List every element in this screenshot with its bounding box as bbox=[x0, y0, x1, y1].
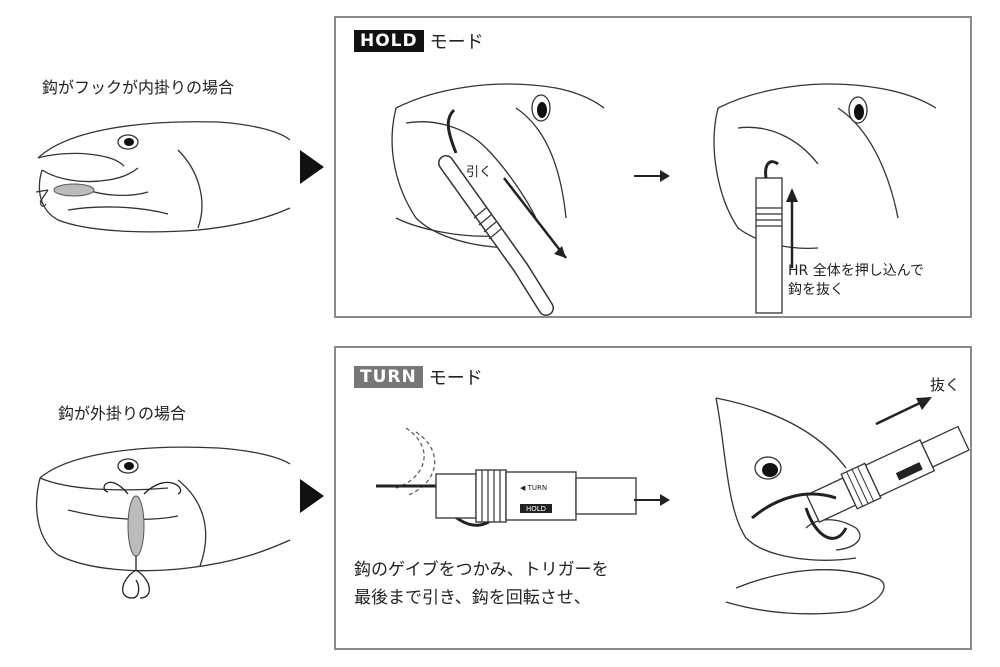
turn-mode-title: TURN モード bbox=[354, 364, 483, 390]
tool-turn-label: ◀ TURN bbox=[520, 484, 547, 492]
black-triangle-right-icon bbox=[300, 150, 324, 184]
turn-step1-caption: 鈎のゲイブをつかみ、トリガーを 最後まで引き、鈎を回転させ、 bbox=[354, 556, 609, 612]
hold-mode-suffix: モード bbox=[429, 32, 484, 53]
hold-step1-illustration bbox=[391, 83, 605, 316]
turn-step1-caption-line1: 鈎のゲイブをつかみ、トリガーを bbox=[354, 560, 609, 580]
black-triangle-right-icon bbox=[300, 479, 324, 513]
arrow-right-icon bbox=[634, 494, 670, 506]
fish-head-inner-hook-illustration bbox=[35, 121, 291, 233]
turn-step1-caption-line2: 最後まで引き、鈎を回転させ、 bbox=[354, 588, 591, 608]
case-label-turn: 鈎が外掛りの場合 bbox=[58, 404, 187, 423]
tool-hold-label: HOLD bbox=[526, 505, 546, 513]
turn-step1-illustration: ◀ TURN HOLD bbox=[376, 427, 637, 527]
arrow-right-icon bbox=[634, 170, 670, 182]
pull-label: 引く bbox=[466, 165, 493, 180]
turn-mode-panel: TURN モード ◀ TURN HOLD 鈎のゲイブをつかみ、トリガーを 最後ま… bbox=[334, 346, 972, 650]
hold-mode-panel: HOLD モード 引く bbox=[334, 16, 972, 318]
case-label-hold: 鈎がフックが内掛りの場合 bbox=[42, 78, 235, 97]
turn-mode-badge: TURN bbox=[354, 366, 423, 388]
hold-step2-caption: HR 全体を押し込んで 鈎を抜く bbox=[788, 262, 924, 300]
hold-mode-badge: HOLD bbox=[354, 30, 424, 52]
hold-step2-caption-line2: 鈎を抜く bbox=[788, 282, 844, 298]
turn-mode-suffix: モード bbox=[428, 368, 483, 389]
pull-out-label: 抜く bbox=[930, 376, 961, 394]
hold-mode-title: HOLD モード bbox=[354, 28, 484, 54]
hold-step2-caption-line1: HR 全体を押し込んで bbox=[788, 263, 925, 279]
fish-head-outer-hook-illustration bbox=[35, 446, 291, 599]
hold-step2-illustration bbox=[713, 83, 937, 314]
turn-step2-illustration bbox=[715, 397, 970, 615]
